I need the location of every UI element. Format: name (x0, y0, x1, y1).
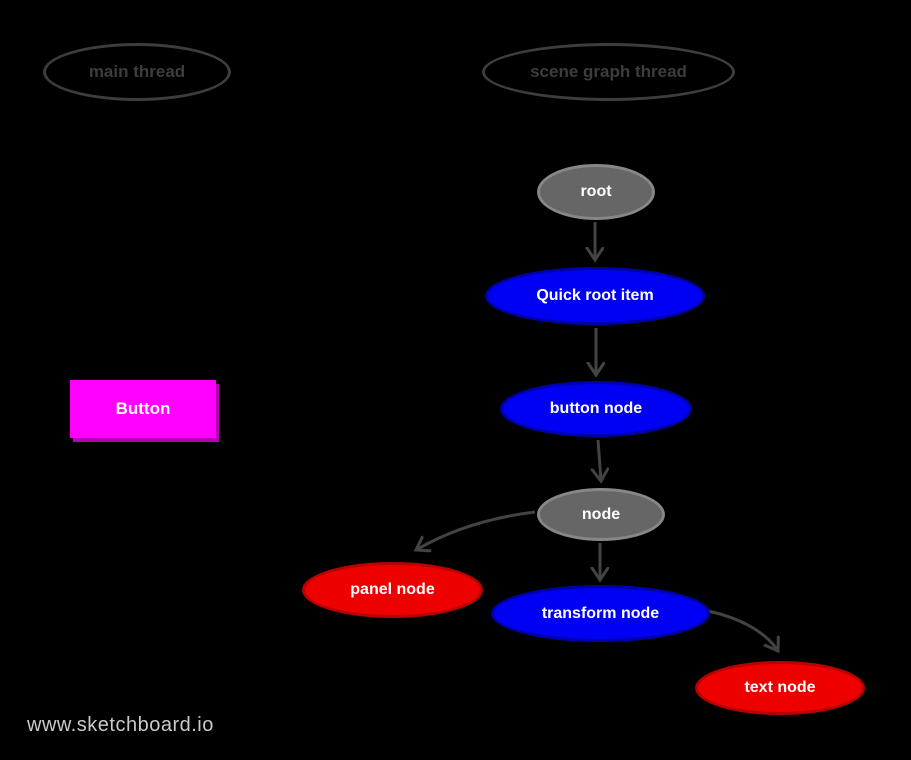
button-shape-label: Button (115, 399, 171, 418)
node-text-node-label: text node (744, 679, 816, 696)
node-button-node-label: button node (549, 400, 643, 417)
node-root: root (537, 164, 655, 220)
node-button-node: button node (500, 381, 692, 437)
edge-node-to-panel-node (416, 510, 536, 550)
edge-transform-node-to-text-node (707, 609, 778, 651)
scene-graph-thread-lane-label: scene graph thread (482, 43, 735, 101)
main-thread-lane-label: main thread (43, 43, 231, 101)
button-shape: Button (70, 380, 216, 438)
sketchboard-watermark: www.sketchboard.io (27, 714, 214, 736)
node-node: node (537, 488, 665, 541)
node-root-label: root (580, 183, 612, 200)
main-thread-label-text: main thread (88, 62, 186, 81)
node-quick-root-item: Quick root item (485, 267, 705, 325)
node-text-node: text node (695, 661, 865, 715)
scene-graph-thread-label-text: scene graph thread (530, 62, 687, 81)
node-panel-node-label: panel node (350, 581, 435, 598)
node-quick-root-item-label: Quick root item (536, 287, 654, 304)
node-node-label: node (581, 505, 621, 523)
edge-button-node-to-node (598, 439, 601, 481)
node-transform-node: transform node (491, 585, 710, 642)
node-panel-node: panel node (302, 562, 483, 618)
node-transform-node-label: transform node (541, 604, 660, 622)
